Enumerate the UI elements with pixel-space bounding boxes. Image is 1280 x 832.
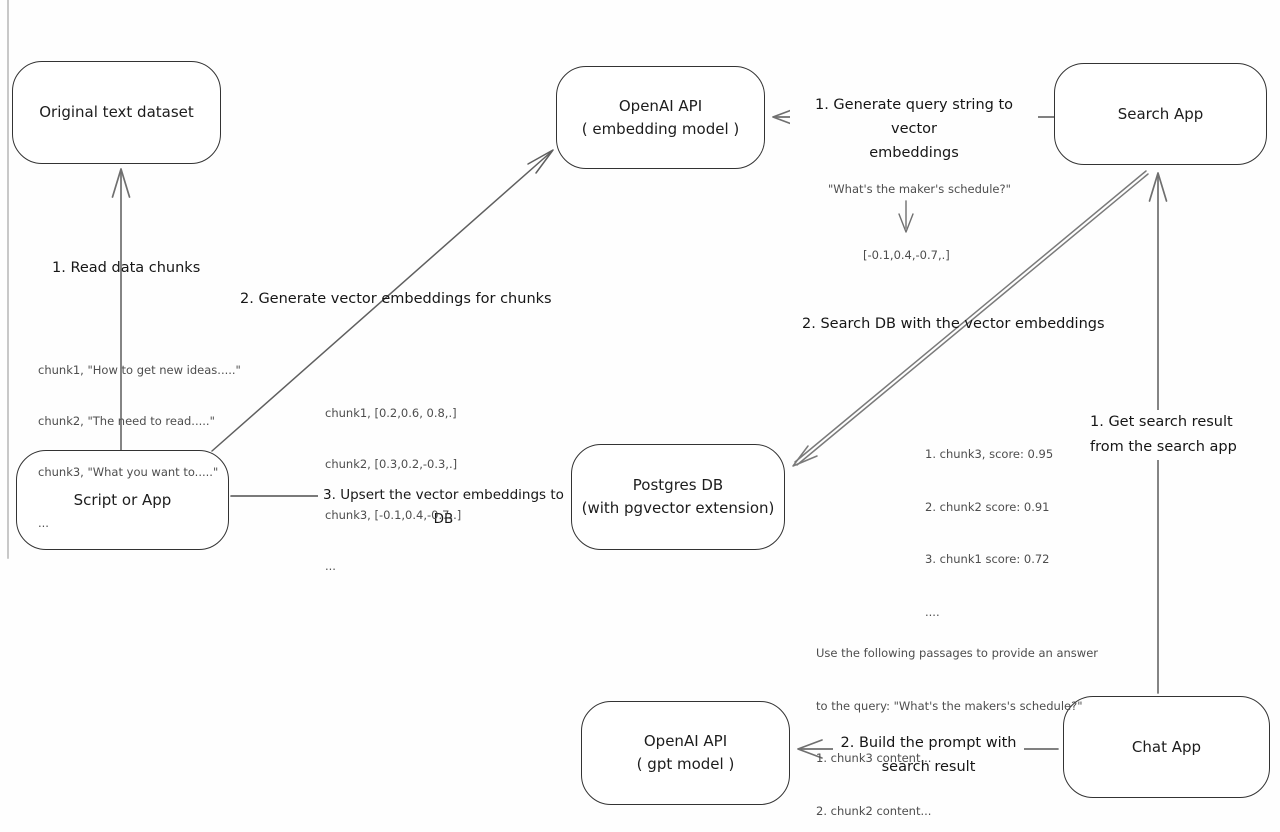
node-openai-gpt-api: OpenAI API ( gpt model ) (581, 701, 790, 805)
node-openai-embedding-api: OpenAI API ( embedding model ) (556, 66, 765, 169)
annotation-line: chunk3, [-0.1,0.4,-0.7,.] (325, 508, 462, 522)
annotation-line: Use the following passages to provide an… (816, 646, 1098, 660)
label-query-to-vector: 1. Generate query string to vector embed… (790, 93, 1038, 165)
label-line: 1. Get search result (1090, 414, 1233, 430)
label-get-search-result: 1. Get search result from the search app (1087, 410, 1240, 460)
node-label: Chat App (1131, 737, 1202, 756)
annotation-line: .... (925, 604, 940, 619)
annotation-line: chunk3, "What you want to....." (38, 465, 219, 479)
node-subtitle: ( embedding model ) (581, 119, 740, 138)
annotation-line: 1. chunk3, score: 0.95 (925, 447, 1054, 461)
node-title: OpenAI API (643, 732, 728, 750)
arrow-read-data-chunks (111, 168, 131, 452)
annotation-prompt-preview: Use the following passages to provide an… (816, 610, 1098, 832)
node-title: Postgres DB (632, 476, 724, 494)
arrow-generate-embeddings (211, 149, 554, 452)
label-line: embeddings (869, 145, 959, 161)
label-line: search result (881, 759, 976, 775)
annotation-line: to the query: "What's the makers's sched… (816, 698, 1083, 713)
node-original-text-dataset: Original text dataset (12, 61, 221, 164)
node-label: Original text dataset (39, 103, 194, 121)
label-line: from the search app (1090, 439, 1237, 455)
annotation-line: ... (38, 516, 49, 530)
node-title: OpenAI API (618, 96, 703, 115)
annotation-query-string: "What's the maker's schedule?" (828, 182, 1011, 196)
annotation-query-vector: [-0.1,0.4,-0.7,.] (863, 248, 950, 262)
arrow-query-vectorization (898, 200, 914, 233)
arrow-search-db (792, 170, 1149, 467)
label-generate-embeddings: 2. Generate vector embeddings for chunks (240, 291, 552, 307)
label-search-db: 2. Search DB with the vector embeddings (802, 316, 1105, 332)
annotation-line: ... (325, 559, 336, 573)
annotation-chunk-texts: chunk1, "How to get new ideas....." chun… (38, 328, 241, 566)
node-subtitle: (with pgvector extension) (581, 499, 775, 517)
node-label: Script or App (73, 490, 172, 509)
annotation-line: 2. chunk2 score: 0.91 (925, 499, 1050, 514)
annotation-line: chunk1, [0.2,0.6, 0.8,.] (325, 406, 457, 420)
annotation-line: chunk1, "How to get new ideas....." (38, 363, 241, 377)
annotation-chunk-vectors: chunk1, [0.2,0.6, 0.8,.] chunk2, [0.3,0.… (325, 371, 461, 609)
label-line: 1. Generate query string to vector (814, 97, 1014, 137)
node-label: Search App (1117, 104, 1204, 123)
label-build-prompt: 2. Build the prompt with search result (833, 731, 1024, 779)
annotation-line: chunk2, "The need to read....." (38, 414, 215, 428)
label-read-data-chunks: 1. Read data chunks (52, 260, 201, 276)
annotation-line: chunk2, [0.3,0.2,-0.3,.] (325, 457, 458, 471)
annotation-line: 2. chunk2 content... (816, 803, 932, 818)
label-line: 2. Build the prompt with (840, 735, 1017, 751)
label-upsert-to-db: 3. Upsert the vector embeddings to DB (318, 483, 569, 531)
node-script-or-app: Script or App (16, 450, 229, 550)
node-postgres-db: Postgres DB (with pgvector extension) (571, 444, 785, 550)
annotation-line: 3. chunk1 score: 0.72 (925, 552, 1050, 566)
node-chat-app: Chat App (1063, 696, 1270, 798)
node-search-app: Search App (1054, 63, 1267, 165)
annotation-line: 1. chunk3 content... (816, 751, 932, 765)
annotation-search-scores: 1. chunk3, score: 0.95 2. chunk2 score: … (925, 411, 1053, 656)
node-subtitle: ( gpt model ) (636, 755, 735, 773)
